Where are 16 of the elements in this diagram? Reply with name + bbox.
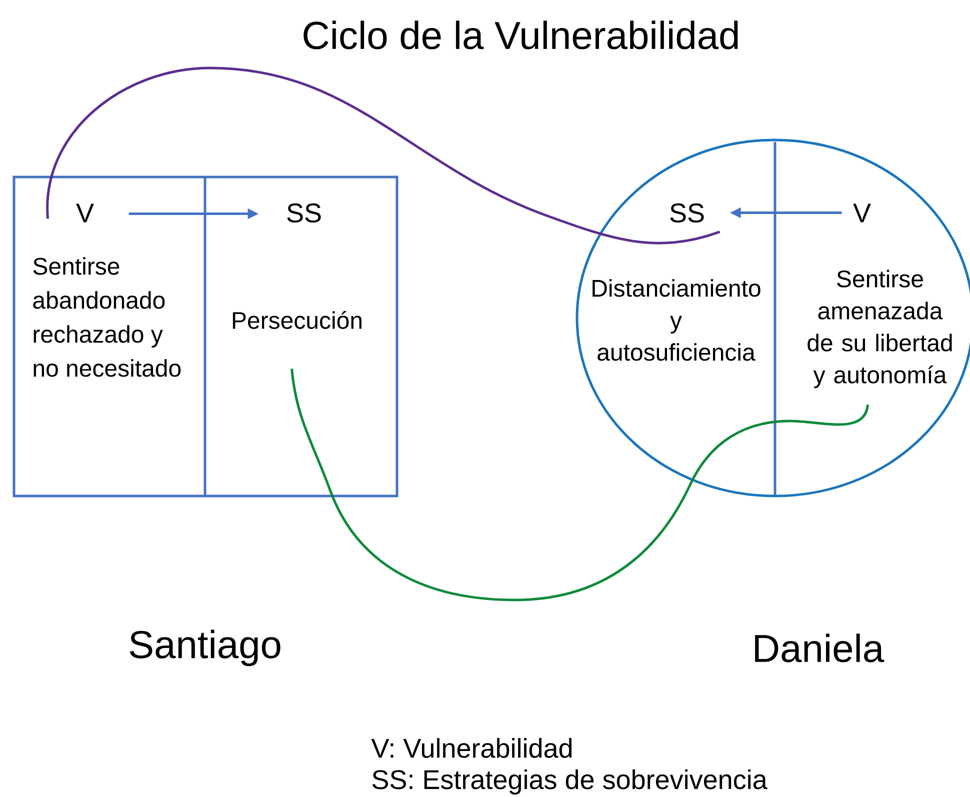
person-name: Daniela [755, 634, 884, 662]
curved-line [290, 368, 869, 602]
cell-heading: V [76, 204, 94, 222]
cell-text: Persecución [232, 311, 362, 329]
split-box [12, 176, 398, 498]
cell-text: Sentirse abandonado rechazado y no necesitado [33, 257, 181, 377]
cell-text: Sentirse amenazada de su libertad y autonomía [808, 270, 952, 388]
curved-line [46, 66, 720, 244]
legend-text: SS: Estrategias de sobrevivencia [372, 769, 768, 795]
title: Ciclo de la Vulnerabilidad [304, 20, 738, 50]
cell-heading: SS [287, 203, 321, 223]
person-name: Santiago [130, 630, 280, 666]
legend-text: V: Vulnerabilidad [371, 738, 572, 758]
cell-heading: V [853, 204, 871, 222]
cell-text: Distanciamiento y autosuficiencia [592, 279, 760, 361]
cell-heading: SS [670, 203, 704, 223]
